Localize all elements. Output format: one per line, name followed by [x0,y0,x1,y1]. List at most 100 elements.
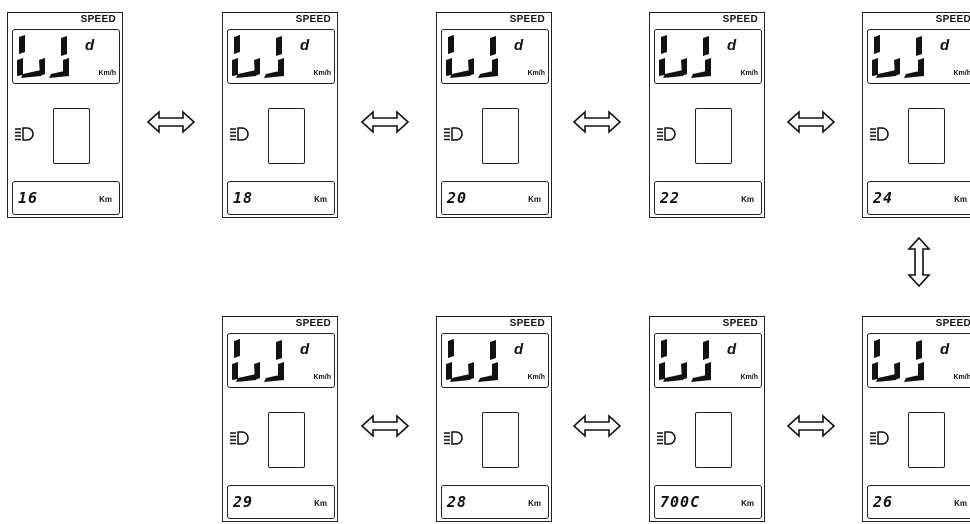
odometer-value: 26 [873,493,894,511]
odometer-value: 18 [233,189,254,207]
display-screen: SPEED d Km/h 26 Km [862,316,970,522]
speed-unit: Km/h [527,70,546,77]
odometer-display: 26 Km [867,485,970,519]
double-arrow-horizontal-icon [360,414,410,438]
speed-label: SPEED [722,318,758,329]
segment-digits-icon: d [17,35,95,78]
odometer-unit: Km [954,195,967,204]
segment-digits-icon: d [872,35,950,78]
svg-text:d: d [940,341,950,358]
odometer-display: 22 Km [654,181,762,215]
speed-display: d Km/h [867,333,970,388]
center-panel [908,108,945,164]
speed-unit: Km/h [953,374,970,381]
svg-text:d: d [514,37,524,54]
center-panel [482,412,519,468]
speed-display: d Km/h [227,333,335,388]
odometer-value: 28 [447,493,468,511]
speed-label: SPEED [295,14,331,25]
headlight-icon [870,127,889,141]
headlight-icon [657,431,676,445]
odometer-unit: Km [741,499,754,508]
display-screen: SPEED d Km/h 29 Km [222,316,338,522]
svg-text:d: d [300,341,310,358]
svg-text:d: d [300,37,310,54]
odometer-unit: Km [99,195,112,204]
headlight-icon [444,127,463,141]
double-arrow-horizontal-icon [786,414,836,438]
display-screen: SPEED d Km/h 24 Km [862,12,970,218]
speed-unit: Km/h [98,70,117,77]
headlight-icon [15,127,34,141]
speed-display: d Km/h [654,333,762,388]
odometer-display: 18 Km [227,181,335,215]
speed-label: SPEED [80,14,116,25]
segment-digits-icon: d [659,35,737,78]
odometer-value: 29 [233,493,254,511]
segment-digits-icon: d [446,339,524,382]
center-panel [482,108,519,164]
segment-digits-icon: d [446,35,524,78]
odometer-value: 16 [18,189,39,207]
odometer-value: 24 [873,189,894,207]
double-arrow-horizontal-icon [572,110,622,134]
double-arrow-horizontal-icon [360,110,410,134]
display-screen: SPEED d Km/h 16 Km [7,12,123,218]
double-arrow-horizontal-icon [146,110,196,134]
odometer-display: 16 Km [12,181,120,215]
speed-label: SPEED [935,318,970,329]
double-arrow-horizontal-icon [786,110,836,134]
center-panel [268,412,305,468]
odometer-unit: Km [528,499,541,508]
center-panel [695,412,732,468]
headlight-icon [444,431,463,445]
speed-unit: Km/h [740,374,759,381]
speed-unit: Km/h [740,70,759,77]
speed-label: SPEED [935,14,970,25]
svg-text:d: d [514,341,524,358]
odometer-display: 28 Km [441,485,549,519]
segment-digits-icon: d [872,339,950,382]
double-arrow-vertical-icon [907,236,931,288]
speed-unit: Km/h [527,374,546,381]
speed-label: SPEED [509,318,545,329]
headlight-icon [230,431,249,445]
odometer-value: 22 [660,189,681,207]
speed-display: d Km/h [867,29,970,84]
display-screen: SPEED d Km/h 28 Km [436,316,552,522]
odometer-display: 24 Km [867,181,970,215]
segment-digits-icon: d [232,35,310,78]
odometer-value: 700C [660,493,701,511]
segment-digits-icon: d [232,339,310,382]
svg-text:d: d [727,341,737,358]
headlight-icon [230,127,249,141]
odometer-unit: Km [528,195,541,204]
svg-text:d: d [85,37,95,54]
svg-text:d: d [940,37,950,54]
odometer-display: 29 Km [227,485,335,519]
speed-label: SPEED [509,14,545,25]
speed-display: d Km/h [227,29,335,84]
odometer-display: 20 Km [441,181,549,215]
display-screen: SPEED d Km/h 22 Km [649,12,765,218]
display-screen: SPEED d Km/h 18 Km [222,12,338,218]
odometer-value: 20 [447,189,468,207]
center-panel [908,412,945,468]
center-panel [53,108,90,164]
double-arrow-horizontal-icon [572,414,622,438]
center-panel [268,108,305,164]
center-panel [695,108,732,164]
speed-display: d Km/h [441,29,549,84]
speed-label: SPEED [295,318,331,329]
odometer-unit: Km [314,195,327,204]
odometer-display: 700C Km [654,485,762,519]
speed-unit: Km/h [313,374,332,381]
speed-unit: Km/h [313,70,332,77]
odometer-unit: Km [741,195,754,204]
speed-display: d Km/h [441,333,549,388]
display-screen: SPEED d Km/h 700C Km [649,316,765,522]
headlight-icon [657,127,676,141]
speed-label: SPEED [722,14,758,25]
svg-text:d: d [727,37,737,54]
speed-display: d Km/h [12,29,120,84]
